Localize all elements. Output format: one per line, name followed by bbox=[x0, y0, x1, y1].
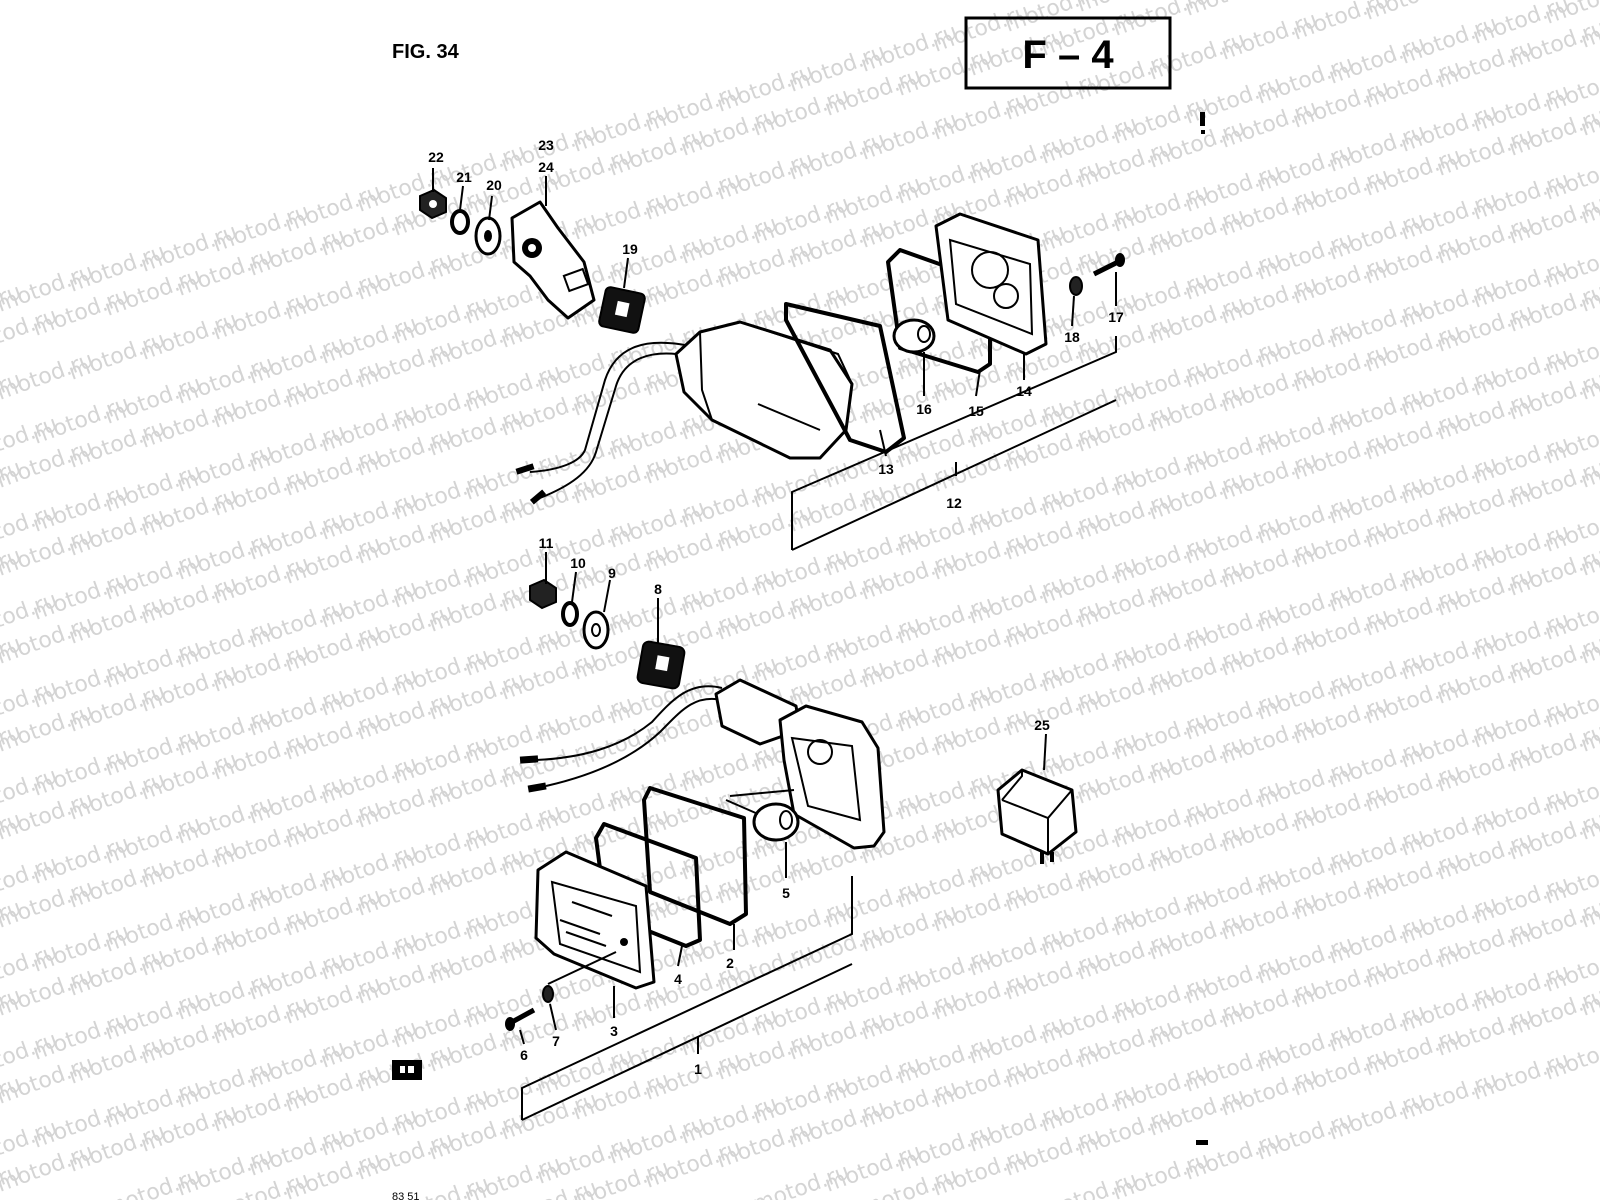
screw-6-icon bbox=[505, 1007, 536, 1031]
callout-3: 3 bbox=[610, 1023, 618, 1039]
bracket-23-24-icon bbox=[510, 200, 596, 320]
callout-25: 25 bbox=[1034, 717, 1050, 733]
callout-23: 23 bbox=[538, 137, 554, 153]
callout-19: 19 bbox=[622, 241, 638, 257]
upper-turn-signal-assembly bbox=[419, 188, 1125, 505]
callout-15: 15 bbox=[968, 403, 984, 419]
callout-8: 8 bbox=[654, 581, 662, 597]
callout-6: 6 bbox=[520, 1047, 528, 1063]
grommet-19-icon bbox=[598, 286, 646, 334]
callout-5: 5 bbox=[782, 885, 790, 901]
callout-20: 20 bbox=[486, 177, 502, 193]
callout-22: 22 bbox=[428, 149, 444, 165]
lock-washer-10-icon bbox=[561, 601, 579, 627]
figure-title: FIG. 34 bbox=[392, 41, 460, 63]
washer-7-icon bbox=[542, 985, 554, 1003]
lens-3-icon bbox=[534, 850, 656, 990]
callout-4: 4 bbox=[674, 971, 682, 987]
washer-20-icon bbox=[474, 216, 502, 256]
flasher-relay-25-icon bbox=[996, 768, 1078, 864]
lower-leader-lines bbox=[519, 552, 1047, 1121]
callout-7: 7 bbox=[552, 1033, 560, 1049]
footer-code: 83 51 bbox=[392, 1191, 420, 1200]
gasket-4-icon bbox=[594, 822, 702, 948]
upper-leader-lines bbox=[432, 168, 1117, 551]
callout-labels: 1 2 3 4 5 6 7 8 9 10 11 12 13 14 15 16 1… bbox=[428, 137, 1124, 1077]
callout-17: 17 bbox=[1108, 309, 1124, 325]
watermark-text: motod.ru bbox=[1434, 0, 1537, 6]
screw-17-icon bbox=[1092, 253, 1125, 277]
lower-turn-signal-assembly bbox=[505, 578, 886, 1031]
lens-14-icon bbox=[934, 212, 1048, 356]
callout-1: 1 bbox=[694, 1061, 702, 1077]
callout-2: 2 bbox=[726, 955, 734, 971]
lamp-housing-front-icon bbox=[714, 678, 886, 850]
nut-11-icon bbox=[529, 578, 557, 610]
callout-10: 10 bbox=[570, 555, 586, 571]
section-badge: F – 4 bbox=[964, 16, 1172, 90]
footer-mark bbox=[392, 1060, 422, 1080]
washer-18-icon bbox=[1069, 276, 1083, 296]
callout-11: 11 bbox=[539, 535, 554, 551]
lock-washer-21-icon bbox=[450, 209, 470, 235]
bulb-16-icon bbox=[892, 318, 936, 354]
callout-16: 16 bbox=[916, 401, 932, 417]
callout-13: 13 bbox=[878, 461, 894, 477]
callout-18: 18 bbox=[1064, 329, 1080, 345]
bulb-5-icon bbox=[725, 789, 800, 842]
watermark-text: motod.ru bbox=[1182, 0, 1285, 22]
watermark-text: motod.ru bbox=[1254, 0, 1357, 2]
callout-14: 14 bbox=[1016, 383, 1032, 399]
nut-22-icon bbox=[419, 188, 447, 220]
gasket-2-icon bbox=[642, 786, 748, 926]
washer-9-icon bbox=[582, 610, 610, 650]
callout-9: 9 bbox=[608, 565, 616, 581]
callout-21: 21 bbox=[456, 169, 472, 185]
watermark-text: motod.ru bbox=[1362, 0, 1465, 26]
grommet-8-icon bbox=[636, 640, 686, 690]
callout-12: 12 bbox=[946, 495, 962, 511]
callout-24: 24 bbox=[538, 159, 554, 175]
section-badge-text: F – 4 bbox=[1022, 33, 1114, 77]
edge-mark bbox=[1200, 112, 1205, 126]
